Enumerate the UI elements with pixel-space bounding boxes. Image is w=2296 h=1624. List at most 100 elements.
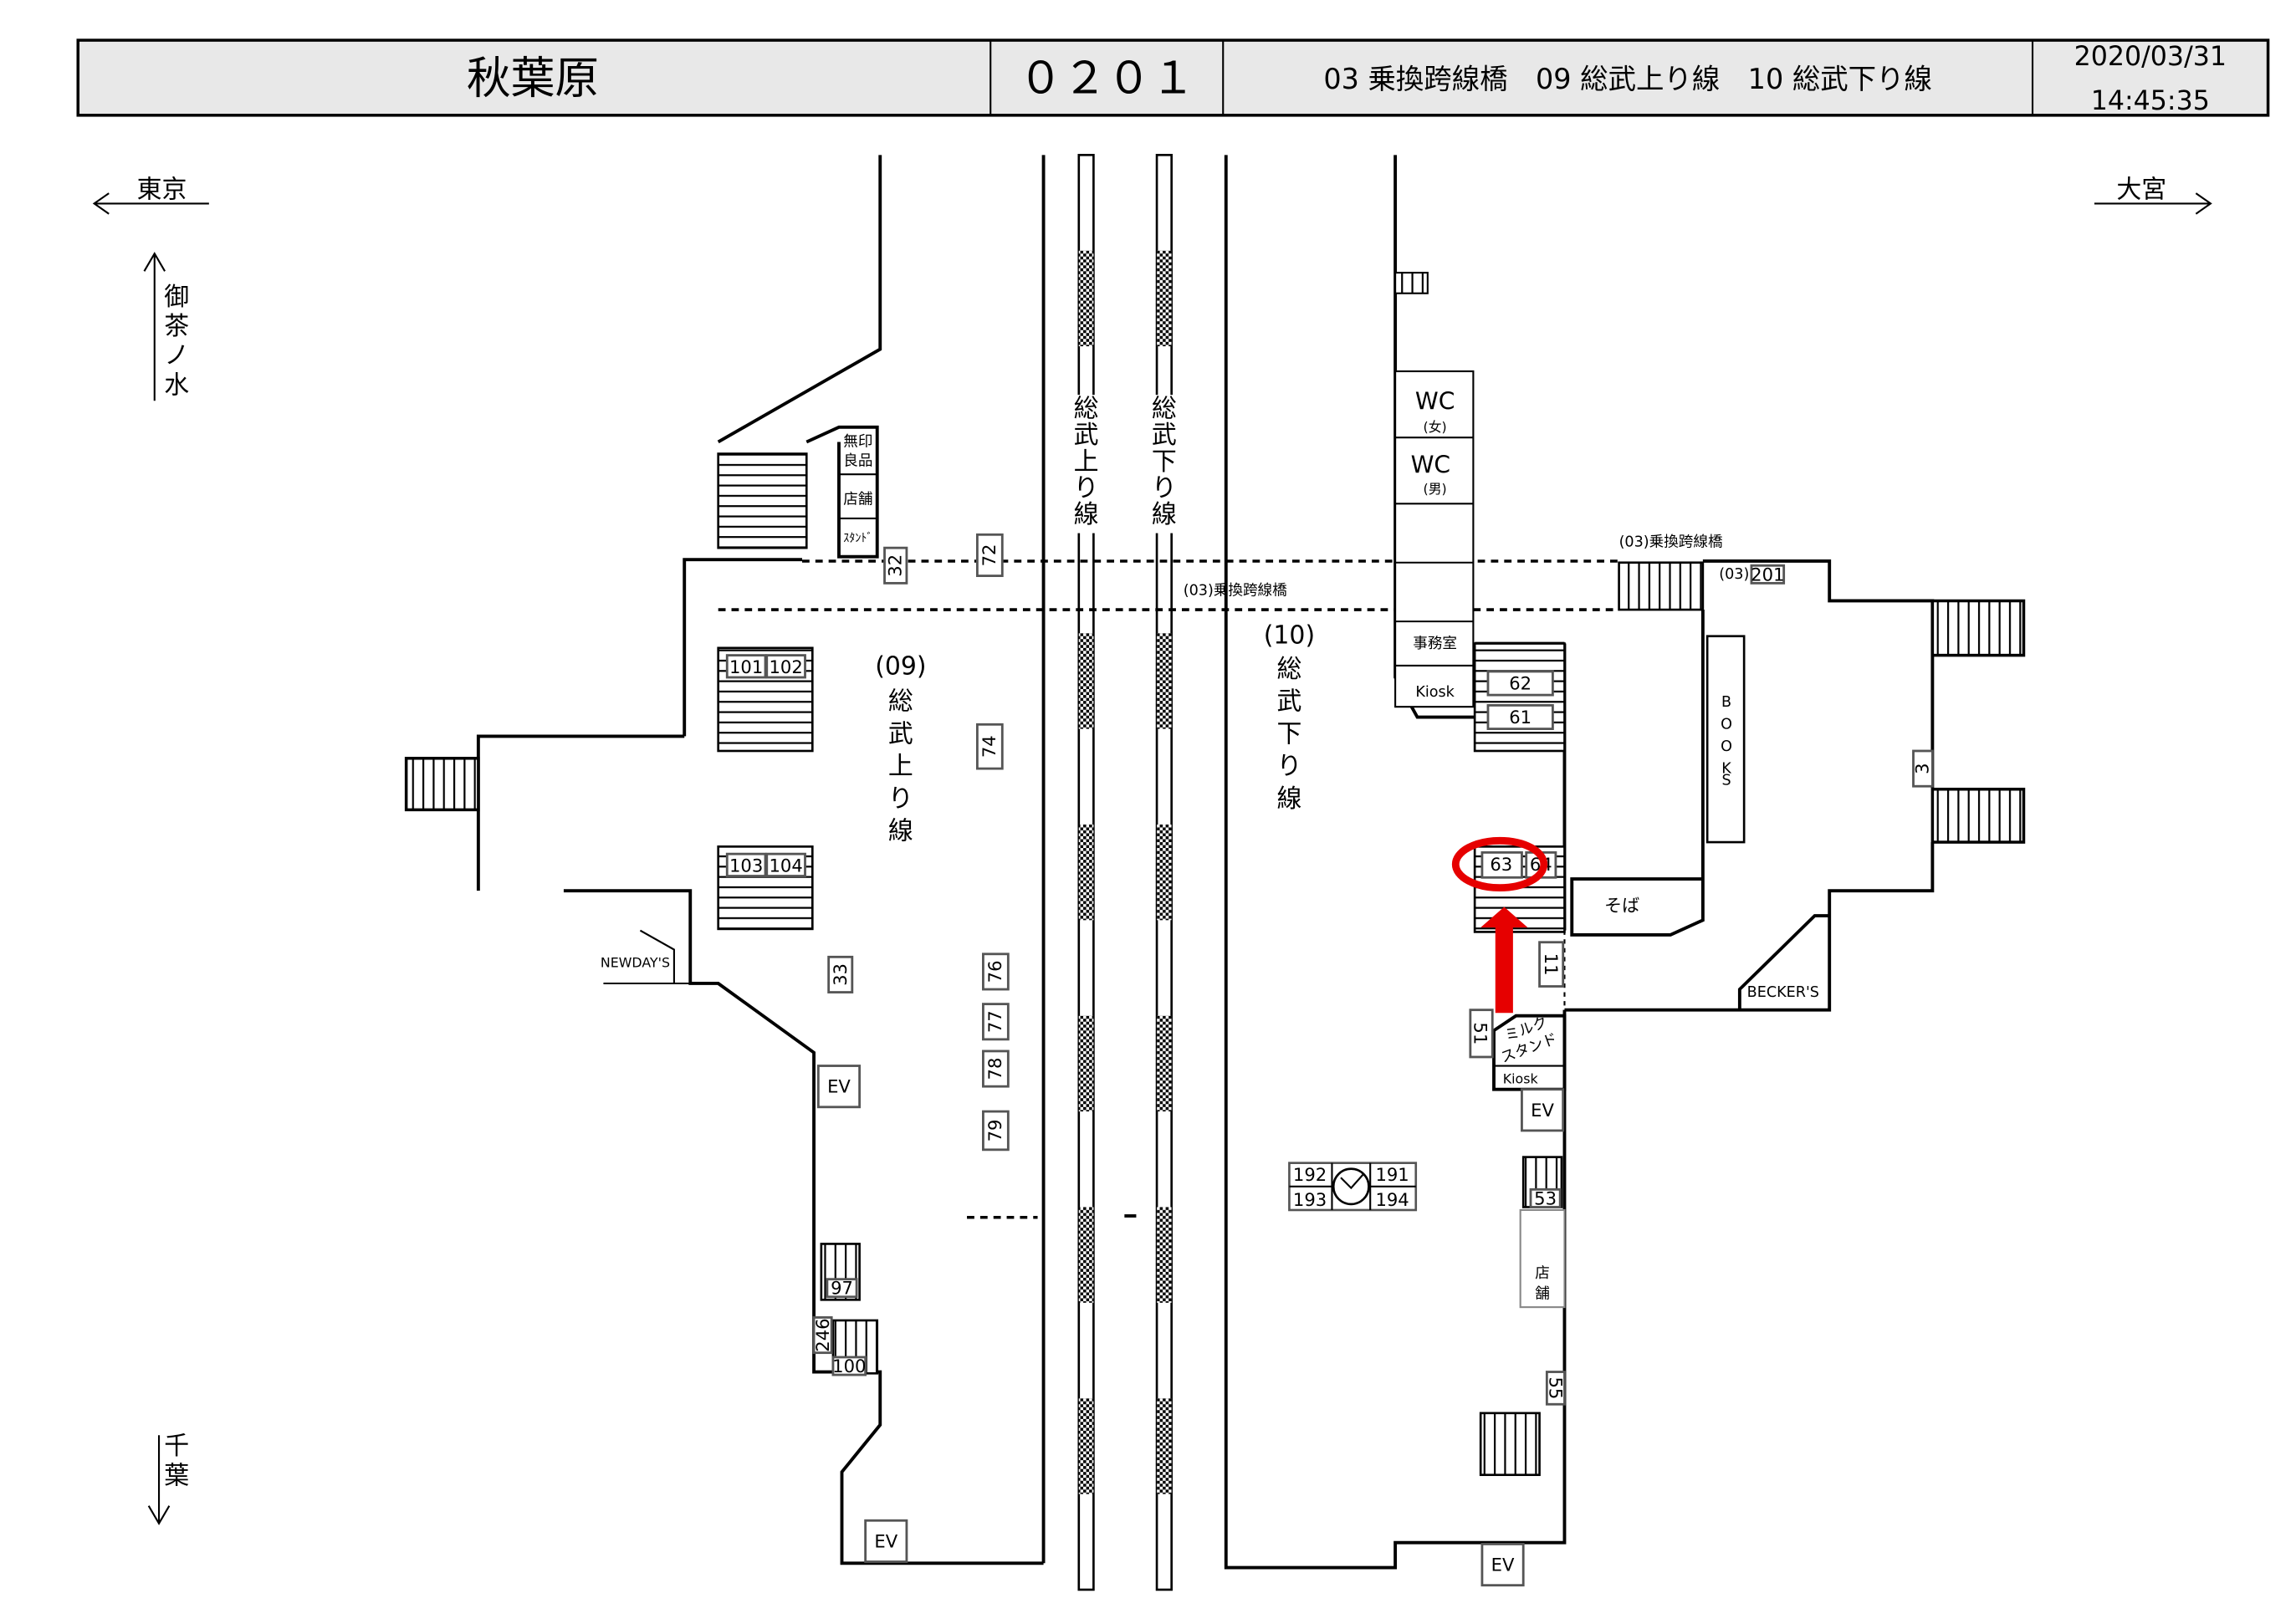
track-down — [1124, 154, 1175, 1591]
svg-text:り: り — [1276, 752, 1301, 781]
line-list: 03 乗換跨線橋 09 総武上り線 10 総武下り線 — [1323, 63, 1932, 95]
direction-ochanomizu: 御 茶 ノ 水 — [143, 252, 189, 401]
svg-text:(03): (03) — [1719, 566, 1749, 583]
svg-text:76: 76 — [984, 960, 1005, 983]
svg-text:大宮: 大宮 — [2116, 175, 2166, 204]
soba-label: そば — [1604, 895, 1639, 916]
books-store — [1705, 635, 1746, 844]
office-label: 事務室 — [1413, 636, 1457, 652]
elevator — [816, 1065, 862, 1109]
svg-text:線: 線 — [1152, 500, 1177, 529]
svg-text:51: 51 — [1470, 1022, 1491, 1044]
svg-text:下: 下 — [1152, 447, 1177, 477]
station-name: 秋葉原 — [467, 53, 599, 104]
svg-text:(女): (女) — [1424, 419, 1447, 435]
platform-09 — [404, 155, 1046, 1565]
svg-text:葉: 葉 — [164, 1461, 189, 1490]
highlight-circle — [1451, 836, 1548, 892]
svg-text:101: 101 — [729, 656, 763, 677]
red-arrow-icon — [1480, 906, 1528, 1014]
svg-text:194: 194 — [1375, 1189, 1409, 1210]
date: 2020/03/31 — [2074, 42, 2227, 72]
transfer-bridge: (03)乗換跨線橋 (03)乗換跨線橋 (03) — [718, 534, 1749, 611]
shop-label: 店舗 — [843, 491, 872, 508]
direction-chiba: 千 葉 — [147, 1432, 189, 1525]
svg-text:EV: EV — [1491, 1555, 1515, 1575]
svg-text:11: 11 — [1541, 953, 1562, 976]
stand-label: ｽﾀﾝﾄﾞ — [843, 532, 872, 545]
svg-text:74: 74 — [979, 735, 1000, 758]
svg-text:S: S — [1721, 772, 1731, 789]
svg-text:水: 水 — [164, 370, 189, 400]
svg-text:103: 103 — [729, 855, 763, 876]
svg-text:104: 104 — [769, 855, 802, 876]
elevator — [1480, 1543, 1525, 1587]
svg-text:上: 上 — [1074, 447, 1099, 477]
elevator — [1521, 1088, 1565, 1132]
wc-women: WC — [1415, 388, 1455, 416]
svg-text:EV: EV — [1531, 1100, 1554, 1121]
stairs — [404, 757, 480, 812]
track-up — [1076, 154, 1097, 1591]
svg-text:246: 246 — [812, 1318, 833, 1351]
location-numbers: 32 72 101 102 103 104 74 33 76 77 78 79 … — [725, 533, 1934, 1406]
svg-text:御: 御 — [164, 283, 189, 312]
svg-text:東京: 東京 — [137, 175, 187, 204]
beckers-label: BECKER'S — [1747, 984, 1819, 1001]
platform-10-label: (10) 総 武 下 り 線 — [1264, 621, 1315, 814]
svg-text:32: 32 — [884, 554, 905, 577]
elevator — [864, 1519, 908, 1563]
direction-omiya: 大宮 — [2094, 175, 2212, 215]
svg-text:61: 61 — [1509, 707, 1532, 728]
svg-text:192: 192 — [1293, 1164, 1327, 1185]
svg-text:総: 総 — [1276, 655, 1301, 684]
svg-text:K: K — [1721, 760, 1731, 777]
svg-text:EV: EV — [874, 1530, 897, 1551]
svg-text:武: 武 — [1074, 421, 1099, 450]
stairs — [1930, 599, 2026, 657]
direction-tokyo: 東京 — [92, 175, 209, 215]
shop2-label: 店 — [1535, 1265, 1550, 1282]
svg-text:77: 77 — [984, 1010, 1005, 1033]
clock-icon — [1332, 1167, 1370, 1206]
svg-text:ノ: ノ — [164, 341, 189, 370]
svg-text:り: り — [1074, 474, 1099, 503]
kiosk-label: Kiosk — [1415, 684, 1455, 701]
newdays-label: NEWDAY'S — [601, 955, 670, 971]
stairs — [1930, 787, 2026, 844]
svg-text:線: 線 — [1276, 784, 1301, 814]
stairs — [1479, 1412, 1541, 1477]
svg-text:(03)乗換跨線橋: (03)乗換跨線橋 — [1184, 582, 1287, 599]
stairs-61-62 — [1473, 642, 1566, 753]
svg-text:201: 201 — [1751, 564, 1784, 585]
station-code: ０２０１ — [1019, 53, 1195, 104]
svg-text:り: り — [888, 784, 913, 814]
svg-text:下: 下 — [1276, 719, 1301, 748]
kiosk2-label: Kiosk — [1503, 1071, 1539, 1087]
svg-text:良品: 良品 — [843, 453, 872, 470]
elevators: EV EV EV EV — [816, 1065, 1565, 1587]
svg-text:O: O — [1721, 717, 1732, 733]
svg-text:EV: EV — [827, 1076, 851, 1097]
svg-text:(03)乗換跨線橋: (03)乗換跨線橋 — [1619, 534, 1723, 550]
books-label: B — [1721, 694, 1731, 711]
svg-text:100: 100 — [832, 1356, 866, 1376]
svg-text:97: 97 — [831, 1278, 853, 1299]
stairs — [717, 452, 808, 549]
svg-text:舗: 舗 — [1535, 1286, 1550, 1303]
svg-text:(09): (09) — [875, 651, 926, 681]
clock-area: 192 191 193 194 — [1288, 1162, 1418, 1212]
svg-text:191: 191 — [1375, 1164, 1409, 1185]
track-up-label: 総 武 上 り 線 — [1074, 395, 1099, 530]
svg-text:総: 総 — [1152, 395, 1177, 424]
svg-text:(男): (男) — [1424, 481, 1447, 497]
platform-09-label: (09) 総 武 上 り 線 — [875, 651, 926, 845]
svg-text:武: 武 — [888, 719, 913, 748]
track-down-label: 総 武 下 り 線 — [1152, 395, 1177, 530]
svg-text:62: 62 — [1509, 673, 1532, 694]
svg-text:O: O — [1721, 738, 1732, 755]
svg-text:55: 55 — [1545, 1376, 1566, 1399]
svg-text:上: 上 — [888, 752, 913, 781]
header-bar: 秋葉原 ０２０１ 03 乗換跨線橋 09 総武上り線 10 総武下り線 2020… — [76, 38, 2270, 117]
